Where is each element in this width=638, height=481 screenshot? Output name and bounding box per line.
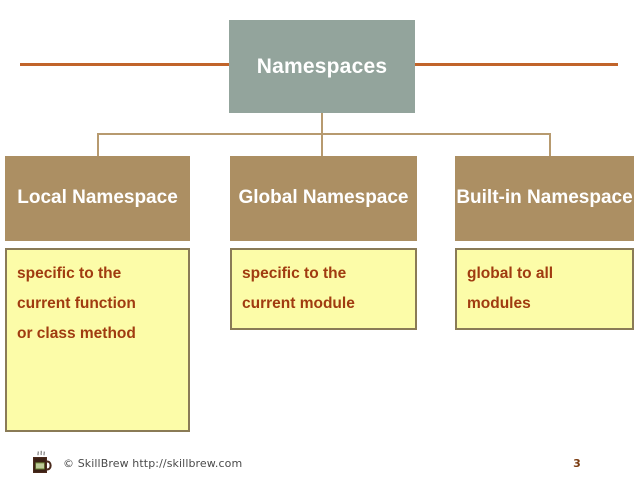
connector-drop-global	[321, 133, 323, 157]
header-box-local: Local Namespace	[5, 156, 190, 241]
slide-footer: © SkillBrew http://skillbrew.com 3	[0, 445, 638, 479]
page-number: 3	[573, 457, 581, 470]
description-box-global: specific to the current module	[230, 248, 417, 330]
title-box: Namespaces	[229, 20, 415, 113]
connector-drop-local	[97, 133, 99, 157]
coffee-mug-icon	[30, 450, 54, 476]
connector-horizontal-bar	[97, 133, 551, 135]
description-label-local: specific to the current function or clas…	[17, 265, 136, 343]
description-label-builtin: global to all modules	[467, 265, 554, 313]
column-global-namespace: Global Namespace specific to the current…	[230, 156, 417, 330]
footer-copyright: © SkillBrew http://skillbrew.com	[63, 457, 243, 470]
header-box-builtin: Built-in Namespace	[455, 156, 634, 241]
description-box-builtin: global to all modules	[455, 248, 634, 330]
header-label-local: Local Namespace	[17, 187, 178, 209]
description-box-local: specific to the current function or clas…	[5, 248, 190, 432]
header-label-global: Global Namespace	[238, 187, 409, 209]
column-builtin-namespace: Built-in Namespace global to all modules	[455, 156, 634, 330]
column-local-namespace: Local Namespace specific to the current …	[5, 156, 190, 432]
connector-stem-top	[321, 113, 323, 134]
connector-drop-builtin	[549, 133, 551, 157]
description-label-global: specific to the current module	[242, 265, 355, 313]
header-label-builtin: Built-in Namespace	[456, 187, 633, 209]
page-title: Namespaces	[256, 54, 388, 78]
header-box-global: Global Namespace	[230, 156, 417, 241]
